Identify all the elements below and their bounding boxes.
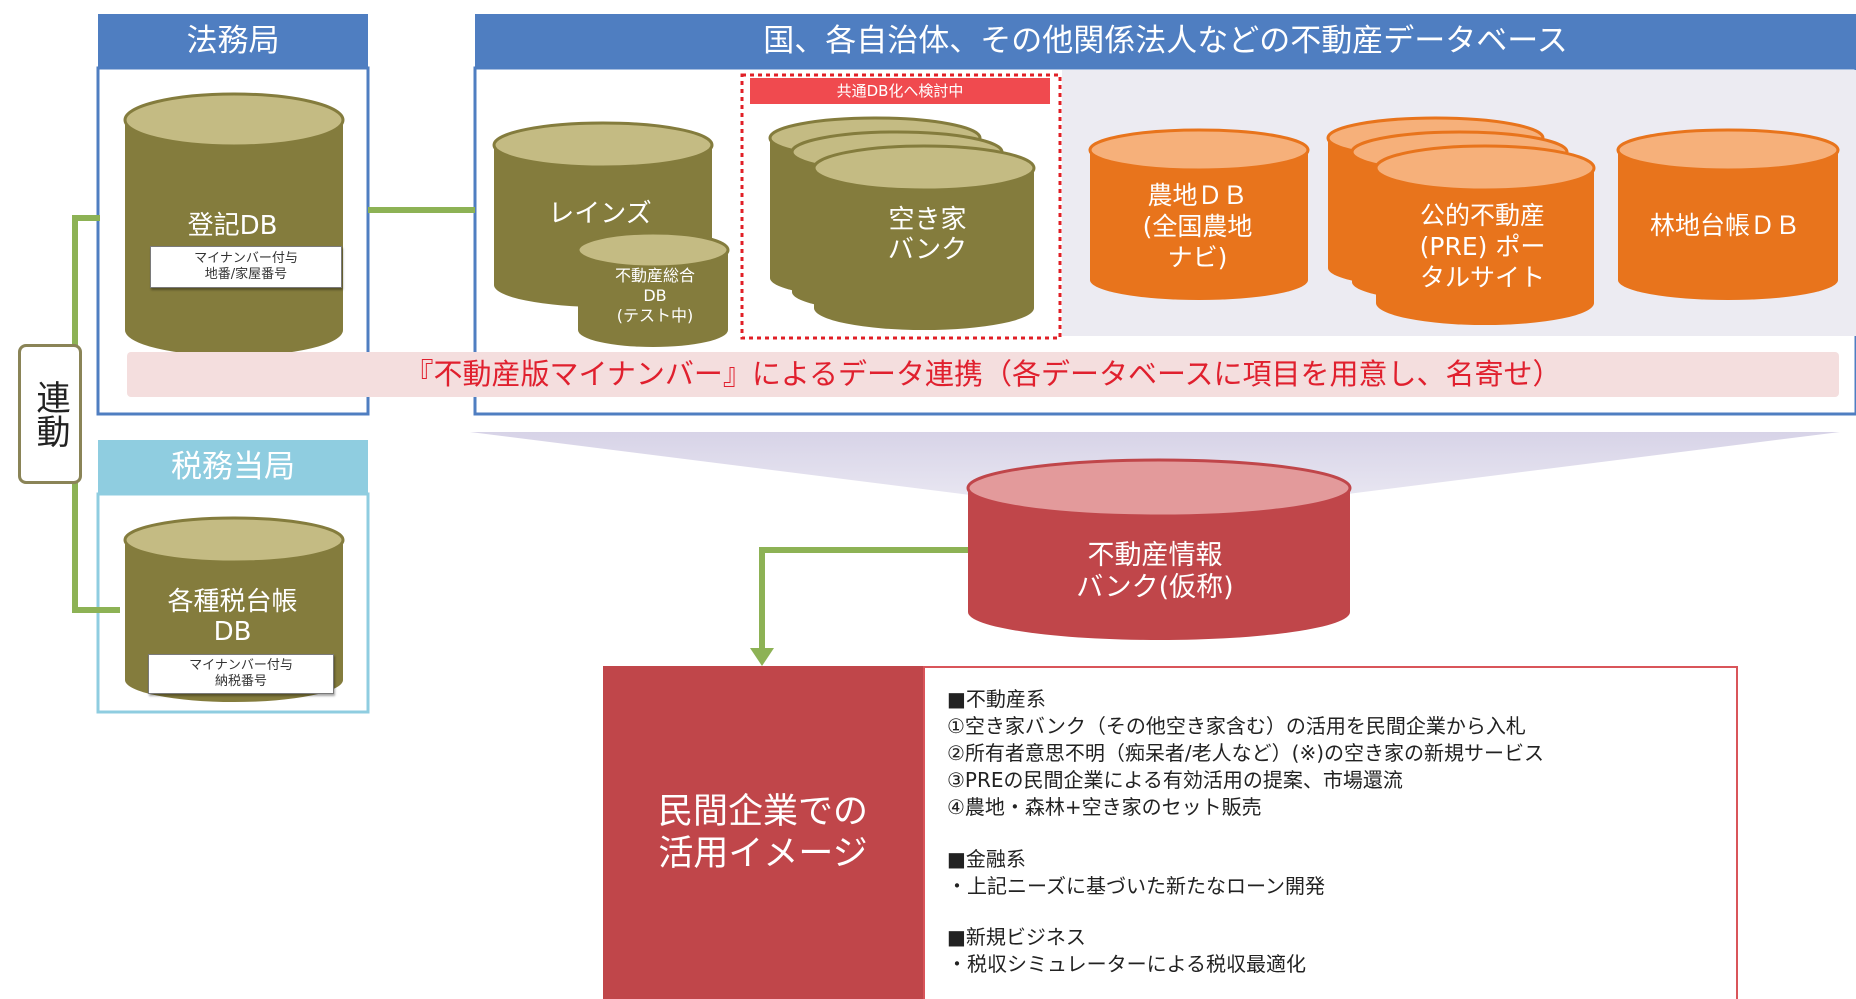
pre-portal-db-label: 公的不動産 (PRE) ポー タルサイト — [1419, 201, 1546, 292]
touki-db-label: 登記DB — [187, 211, 278, 241]
rinchi-daicho-db-label: 林地台帳ＤＢ — [1649, 211, 1800, 240]
nochi-db-label: 農地ＤＢ (全国農地 ナビ) — [1142, 181, 1253, 272]
renkei-label: 連動 — [18, 344, 82, 484]
info-bank-cylinder — [966, 458, 1352, 640]
touki-db-cylinder — [123, 92, 345, 356]
common-db-tag: 共通DB化へ検討中 — [750, 78, 1050, 104]
zeimu-header: 税務当局 — [98, 440, 368, 494]
touki-db-mynumber-tag: マイナンバー付与 地番/家屋番号 — [150, 246, 342, 288]
list-item: ①空き家バンク（その他空き家含む）の活用を民間企業から入札 — [947, 714, 1526, 738]
reins-db-label: レインズ — [548, 199, 652, 229]
section-heading: ■不動産系 — [947, 687, 1046, 711]
fudosan-sogo-db-label: 不動産総合 DB (テスト中) — [614, 266, 695, 325]
mynumber-data-link-band: 『不動産版マイナンバー』によるデータ連携（各データベースに項目を用意し、名寄せ） — [127, 352, 1839, 397]
list-item: ・上記ニーズに基づいた新たなローン開発 — [947, 874, 1325, 898]
list-item: ②所有者意思不明（痴呆者/老人など）(※)の空き家の新規サービス — [947, 741, 1545, 765]
akiya-bank-db-label: 空き家 バンク — [887, 205, 968, 265]
national-db-header: 国、各自治体、その他関係法人などの不動産データベース — [475, 14, 1856, 68]
section-heading: ■新規ビジネス — [947, 925, 1086, 949]
bank-to-usage-connector — [759, 547, 968, 650]
list-item: ④農地・森林+空き家のセット販売 — [947, 795, 1262, 819]
nochi-db-cylinder — [1088, 128, 1310, 300]
zeidaicho-db-mynumber-tag: マイナンバー付与 納税番号 — [148, 654, 334, 694]
usage-section-finance: ■金融系 ・上記ニーズに基づいた新たなローン開発 — [947, 846, 1325, 900]
bank-to-usage-arrowhead — [750, 648, 774, 666]
homukyoku-header: 法務局 — [98, 14, 368, 68]
zeidaicho-db-label: 各種税台帳 DB — [167, 587, 298, 647]
list-item: ③PREの民間企業による有効活用の提案、市場還流 — [947, 768, 1403, 792]
section-heading: ■金融系 — [947, 847, 1026, 871]
list-item: ・税収シミュレーターによる税収最適化 — [947, 952, 1306, 976]
akiya-bank-cylinder-front — [812, 144, 1036, 330]
info-bank-label: 不動産情報 バンク(仮称) — [1076, 540, 1234, 603]
rinchi-daicho-db-cylinder — [1616, 128, 1840, 300]
usage-section-newbusiness: ■新規ビジネス ・税収シミュレーターによる税収最適化 — [947, 924, 1306, 978]
usage-image-title: 民間企業での 活用イメージ — [603, 666, 923, 999]
usage-detail-box: ■不動産系 ①空き家バンク（その他空き家含む）の活用を民間企業から入札 ②所有者… — [923, 666, 1738, 999]
usage-section-realestate: ■不動産系 ①空き家バンク（その他空き家含む）の活用を民間企業から入札 ②所有者… — [947, 686, 1544, 821]
fudosan-sogo-db-cylinder — [576, 231, 730, 347]
pre-portal-cylinder-front — [1374, 144, 1596, 325]
